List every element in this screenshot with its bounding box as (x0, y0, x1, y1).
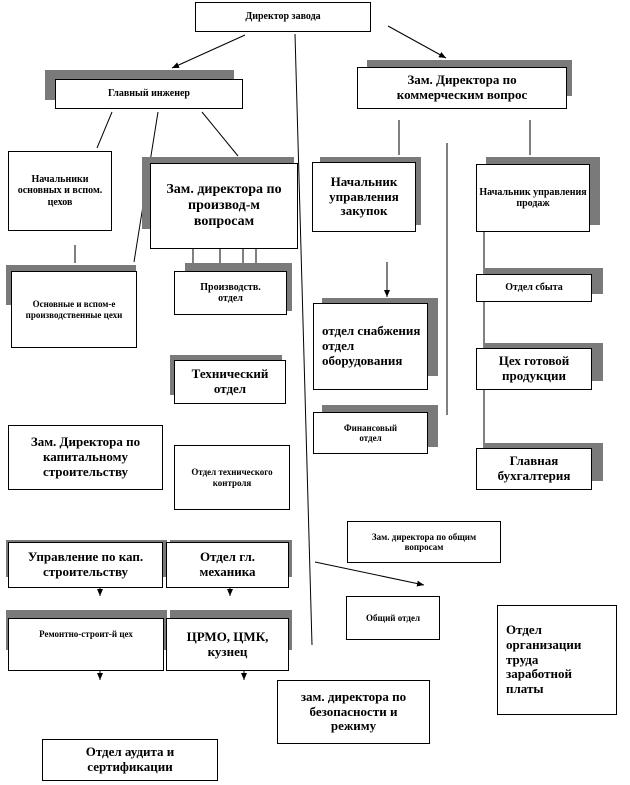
box-deputy-commercial: Зам. Директора по коммерческим вопрос (357, 67, 567, 109)
box-deputy-general: Зам. директора по общим вопросам (347, 521, 501, 563)
box-sales-dept: Отдел сбыта (476, 274, 592, 302)
box-audit-dept: Отдел аудита и сертификации (42, 739, 218, 781)
box-deputy-construction: Зам. Директора по капитальному строитель… (8, 425, 163, 490)
box-head-procurement: Начальник управления закупок (312, 162, 416, 232)
box-deputy-production: Зам. директора по производ-м вопросам (150, 163, 298, 249)
line-director-down (294, 33, 313, 646)
box-workshops: ЦРМО, ЦМК, кузнец (166, 618, 289, 671)
arrow-director-to-chief-engineer (171, 34, 246, 69)
box-heads-shops: Начальники основных и вспом. цехов (8, 151, 112, 231)
arrow-to-general-dept (314, 561, 425, 587)
box-finished-goods: Цех готовой продукции (476, 348, 592, 390)
box-supply-dept: отдел снабжения отдел оборудования (313, 303, 428, 390)
box-financial-dept: Финансовый отдел (313, 412, 428, 454)
box-chief-engineer: Главный инженер (55, 79, 243, 109)
box-production-dept: Производств. отдел (174, 271, 287, 315)
arrow-director-to-commercial (387, 25, 447, 59)
box-head-sales: Начальник управления продаж (476, 164, 590, 232)
line-engineer-to-production (201, 111, 239, 157)
box-repair-shop: Ремонтно-строит-й цех (8, 618, 164, 671)
line-engineer-to-heads (96, 111, 113, 149)
box-technical-dept: Технический отдел (174, 360, 286, 404)
box-general-dept: Общий отдел (346, 596, 440, 640)
box-director: Директор завода (195, 2, 371, 32)
box-quality-control: Отдел технического контроля (174, 445, 290, 510)
box-deputy-security: зам. директора по безопасности и режиму (277, 680, 430, 744)
box-construction-mgmt: Управление по кап. строительству (8, 542, 163, 588)
box-main-aux-shops: Основные и вспом-е производственные цехи (11, 271, 137, 348)
box-labor-dept: Отдел организации труда заработной платы (497, 605, 617, 715)
box-chief-mechanic: Отдел гл. механика (166, 542, 289, 588)
box-chief-accounting: Главная бухгалтерия (476, 448, 592, 490)
